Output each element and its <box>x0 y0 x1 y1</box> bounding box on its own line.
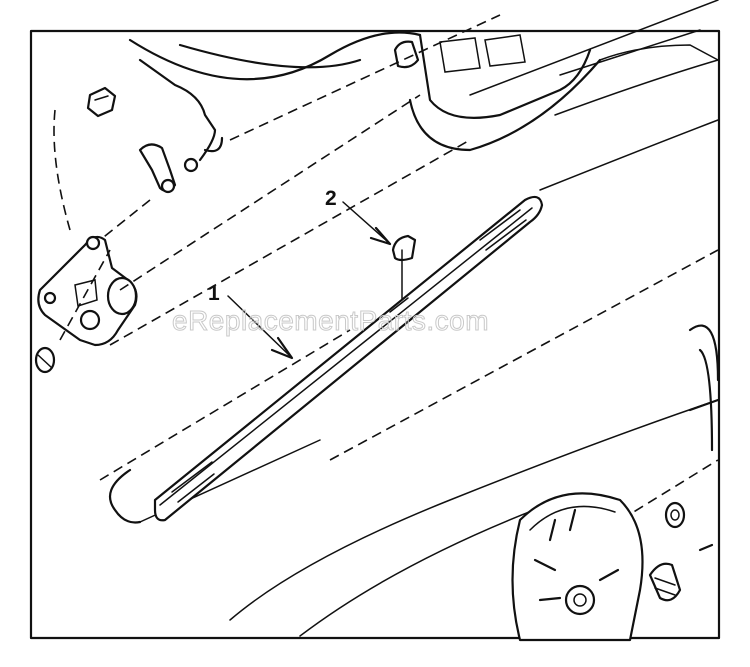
bracket-assembly <box>34 109 138 374</box>
hardware-parts <box>86 14 501 241</box>
callout-2-label: 2 <box>325 187 337 210</box>
callout-1-label: 1 <box>208 282 220 305</box>
diagram-border <box>29 29 721 640</box>
mower-deck <box>108 0 719 637</box>
callout-leaders <box>227 201 392 360</box>
watermark-text: eReplacementParts.com <box>172 305 489 336</box>
wheel-assembly <box>511 324 720 642</box>
center-lines <box>99 94 719 546</box>
axle-shaft <box>153 195 544 522</box>
key-part <box>391 234 417 301</box>
